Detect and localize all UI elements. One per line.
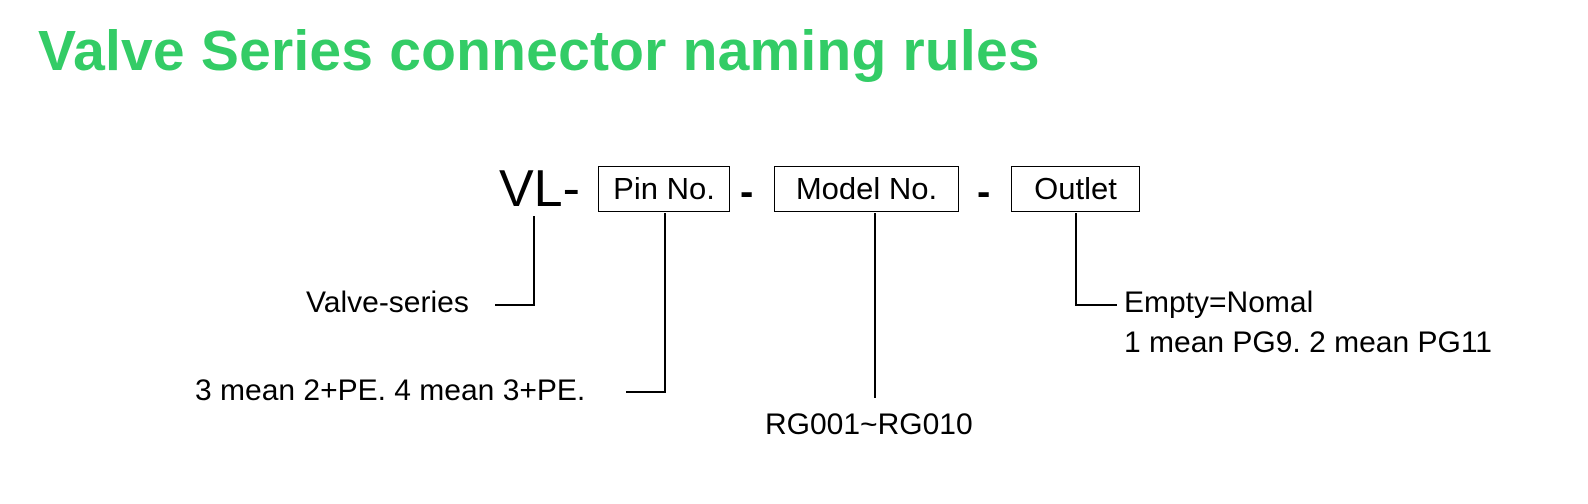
outlet-label: Outlet: [1034, 171, 1117, 206]
valve-series-label: Valve-series: [306, 286, 469, 319]
outlet-box: Outlet: [1011, 166, 1140, 212]
outlet-description-line2: 1 mean PG9. 2 mean PG11: [1124, 326, 1492, 359]
connector-pin-horizontal: [626, 391, 666, 393]
connector-vl-vertical: [533, 216, 535, 305]
page-title: Valve Series connector naming rules: [38, 19, 1040, 83]
separator-2: -: [977, 170, 991, 214]
connector-model-vertical: [874, 213, 876, 398]
model-no-box: Model No.: [774, 166, 959, 212]
connector-outlet-horizontal: [1075, 304, 1117, 306]
pin-description: 3 mean 2+PE. 4 mean 3+PE.: [195, 374, 586, 407]
pin-no-box: Pin No.: [598, 166, 730, 212]
model-description: RG001~RG010: [765, 408, 973, 441]
model-no-label: Model No.: [795, 171, 938, 206]
connector-vl-horizontal: [495, 304, 535, 306]
connector-pin-vertical: [664, 213, 666, 392]
code-prefix: VL-: [499, 160, 580, 218]
pin-no-label: Pin No.: [613, 171, 715, 206]
connector-outlet-vertical: [1075, 213, 1077, 305]
separator-1: -: [740, 170, 754, 214]
outlet-description-line1: Empty=Nomal: [1124, 286, 1314, 319]
